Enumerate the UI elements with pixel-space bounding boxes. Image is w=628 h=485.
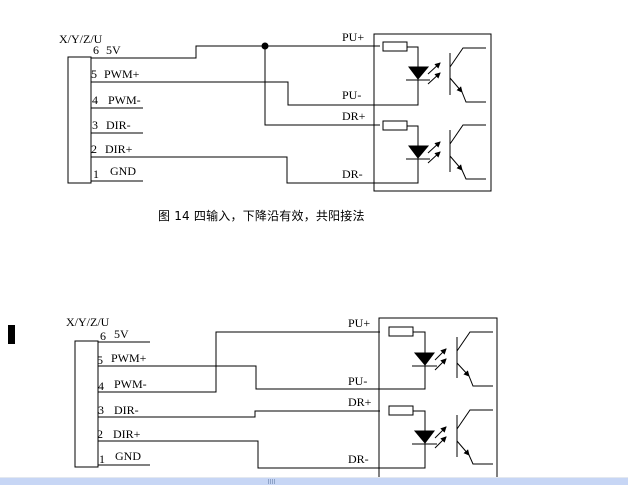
pin-3-number: 3 — [98, 403, 104, 417]
pin-2-number: 2 — [97, 427, 103, 441]
pin-2-number: 2 — [91, 142, 97, 156]
pin-4-name: PWM- — [108, 93, 141, 107]
optocoupler-direction — [382, 120, 486, 183]
connector-title: X/Y/Z/U — [66, 315, 110, 329]
pin-4-number: 4 — [92, 93, 98, 107]
pin-4-name: PWM- — [114, 377, 147, 391]
terminal-dr-minus: DR- — [342, 167, 363, 181]
optocoupler-pulse — [382, 41, 486, 105]
connector-title: X/Y/Z/U — [59, 32, 103, 46]
terminal-pu-plus: PU+ — [348, 316, 370, 330]
connector-body — [67, 56, 92, 184]
optocoupler-direction — [388, 405, 493, 468]
resistor-icon — [388, 405, 414, 416]
wire-5v-pu-plus — [143, 45, 380, 59]
wire-pwm-plus-pu-minus — [98, 365, 426, 390]
optocoupler-pulse — [388, 326, 493, 389]
pin-5-number: 5 — [97, 353, 103, 367]
led-diode-icon — [413, 352, 435, 366]
wire-5v-dr-plus — [264, 46, 380, 126]
pin-2-name: DIR+ — [113, 427, 141, 441]
pin-1-number: 1 — [99, 452, 105, 466]
wire-dir-minus-dr-plus — [98, 410, 380, 418]
pin-2-name: DIR+ — [105, 142, 133, 156]
pin-3-name: DIR- — [106, 118, 131, 132]
terminal-dr-plus: DR+ — [348, 395, 372, 409]
figure-caption: 图 14 四输入，下降沿有效，共阳接法 — [158, 209, 365, 223]
diagram-second: X/Y/Z/U 6 5V 5 PWM+ 4 PWM- 3 DIR- 2 DIR+… — [66, 315, 498, 477]
horizontal-scrollbar[interactable] — [0, 477, 628, 485]
terminal-pu-plus: PU+ — [342, 30, 364, 44]
driver-input-box — [378, 317, 498, 477]
pin-1-name: GND — [110, 164, 136, 178]
terminal-dr-minus: DR- — [348, 452, 369, 466]
pin-6-name: 5V — [106, 43, 121, 57]
pin-labels: 6 5V 5 PWM+ 4 PWM- 3 DIR- 2 DIR+ 1 GND — [91, 43, 141, 181]
driver-input-box — [373, 33, 492, 192]
terminal-dr-plus: DR+ — [342, 109, 366, 123]
connector-body — [74, 340, 99, 468]
wire-dir-dr-minus — [91, 156, 419, 184]
pin-6-name: 5V — [114, 327, 129, 341]
scrollbar-grip-icon[interactable] — [268, 479, 276, 484]
terminal-pu-minus: PU- — [348, 374, 367, 388]
resistor-icon — [382, 120, 408, 131]
pin-4-number: 4 — [98, 379, 104, 393]
led-diode-icon — [413, 430, 435, 444]
pin-5-name: PWM+ — [111, 351, 147, 365]
led-diode-icon — [408, 66, 430, 80]
pin-6-number: 6 — [93, 43, 99, 57]
pin-1-name: GND — [115, 449, 141, 463]
terminal-pu-minus: PU- — [342, 88, 361, 102]
pin-1-number: 1 — [93, 167, 99, 181]
resistor-icon — [388, 326, 414, 337]
pin-3-number: 3 — [92, 118, 98, 132]
pin-labels: 6 5V 5 PWM+ 4 PWM- 3 DIR- 2 DIR+ 1 GND — [97, 327, 147, 466]
pin-5-number: 5 — [91, 67, 97, 81]
led-diode-icon — [408, 145, 430, 159]
text-cursor-marker — [8, 325, 15, 344]
pin-5-name: PWM+ — [104, 67, 140, 81]
diagram-common-anode: X/Y/Z/U 6 5V 5 PWM+ 4 PWM- 3 DIR- 2 DIR+… — [59, 30, 492, 192]
pin-3-name: DIR- — [114, 403, 139, 417]
wire-dir-plus-dr-minus — [98, 440, 426, 469]
wire-pwm-minus-pu-plus — [98, 331, 380, 393]
resistor-icon — [382, 41, 408, 52]
pin-6-number: 6 — [100, 329, 106, 343]
